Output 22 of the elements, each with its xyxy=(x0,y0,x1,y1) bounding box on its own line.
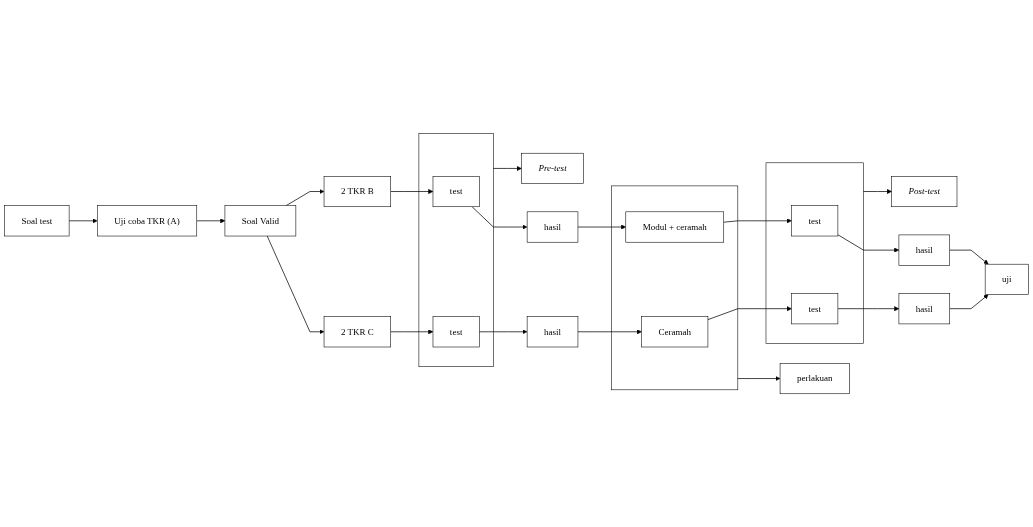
node-box: Uji coba TKR (A) xyxy=(97,205,198,237)
node-box: hasil xyxy=(898,293,950,325)
node-box: Soal test xyxy=(4,205,70,237)
cluster xyxy=(611,185,739,390)
node-box: 2 TKR B xyxy=(323,175,391,207)
cluster xyxy=(418,133,494,367)
node-box: hasil xyxy=(526,316,579,348)
node-box: perlakuan xyxy=(779,362,850,394)
node-box: test xyxy=(432,316,480,348)
node-box: test xyxy=(791,205,839,237)
cluster xyxy=(765,162,864,344)
node-box: Soal Valid xyxy=(224,205,297,237)
node-box: uji xyxy=(984,263,1029,295)
node-box: hasil xyxy=(526,211,579,243)
node-box: test xyxy=(791,293,839,325)
node-box: Modul + ceramah xyxy=(625,211,724,243)
node-box: Ceramah xyxy=(641,316,709,348)
node-box: Pre-test xyxy=(521,152,584,184)
node-box: hasil xyxy=(898,234,950,266)
node-box: test xyxy=(432,175,480,207)
node-box: 2 TKR C xyxy=(323,316,391,348)
node-box: Post-test xyxy=(891,175,958,207)
